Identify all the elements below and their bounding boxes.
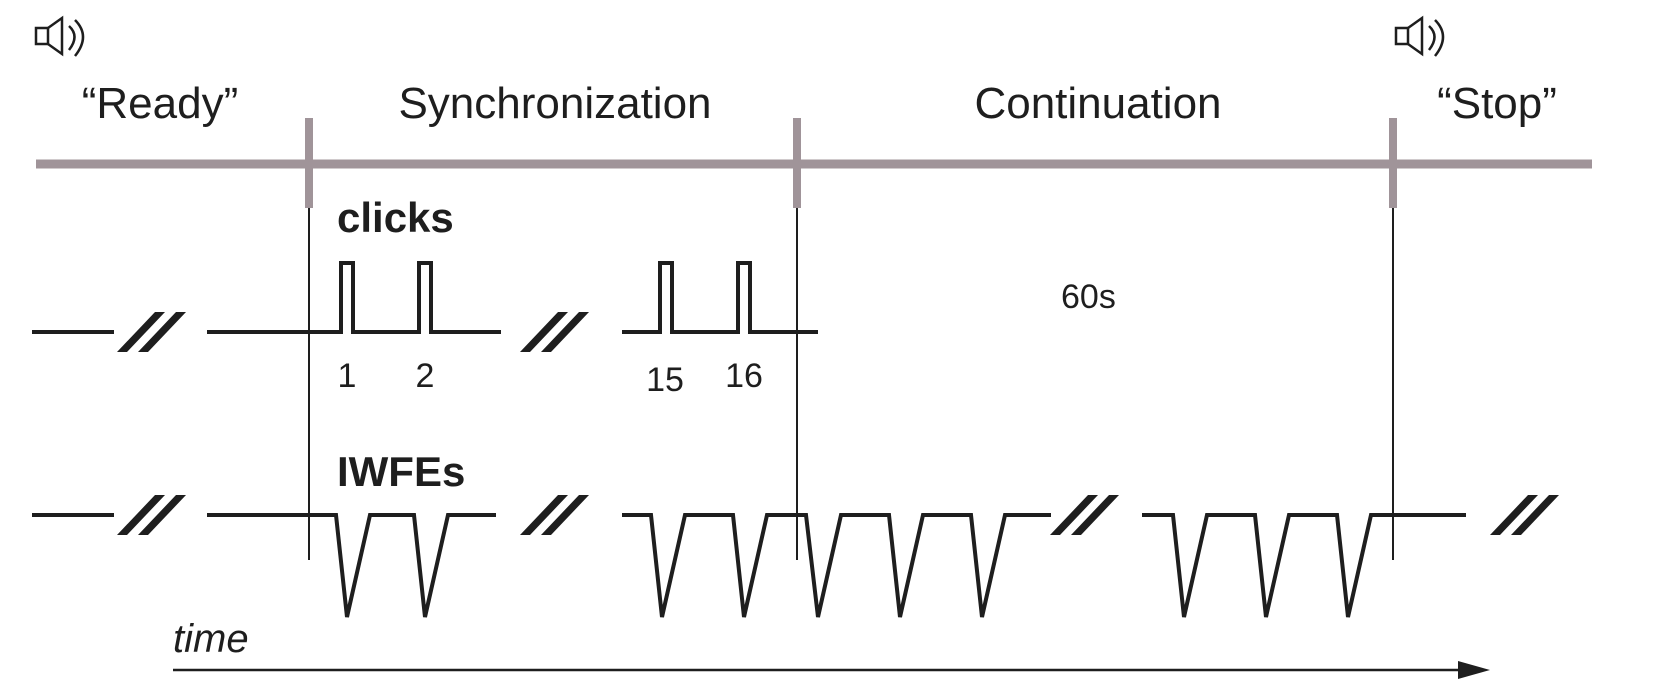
break-mark (520, 495, 589, 535)
click-number: 2 (416, 357, 435, 395)
break-mark (1490, 495, 1559, 535)
iwfes-trace (32, 513, 1466, 618)
time-label: time (173, 617, 249, 661)
break-mark (1050, 495, 1119, 535)
break-mark (117, 495, 186, 535)
click-number: 15 (646, 361, 684, 399)
speaker-icon (1394, 15, 1445, 57)
click-number: 16 (725, 357, 763, 395)
phase-synchronization-label: Synchronization (398, 79, 711, 128)
break-mark (117, 312, 186, 352)
iwfes-label: IWFEs (337, 448, 465, 495)
duration-label: 60s (1061, 278, 1116, 316)
clicks-trace (32, 261, 818, 334)
phase-continuation-label: Continuation (974, 79, 1221, 128)
clicks-label: clicks (337, 194, 454, 241)
click-number: 1 (338, 357, 357, 395)
time-arrow (173, 661, 1490, 679)
phase-stop-label: “Stop” (1437, 79, 1557, 128)
break-mark (520, 312, 589, 352)
speaker-icon (34, 15, 85, 57)
phase-ready-label: “Ready” (82, 79, 239, 128)
